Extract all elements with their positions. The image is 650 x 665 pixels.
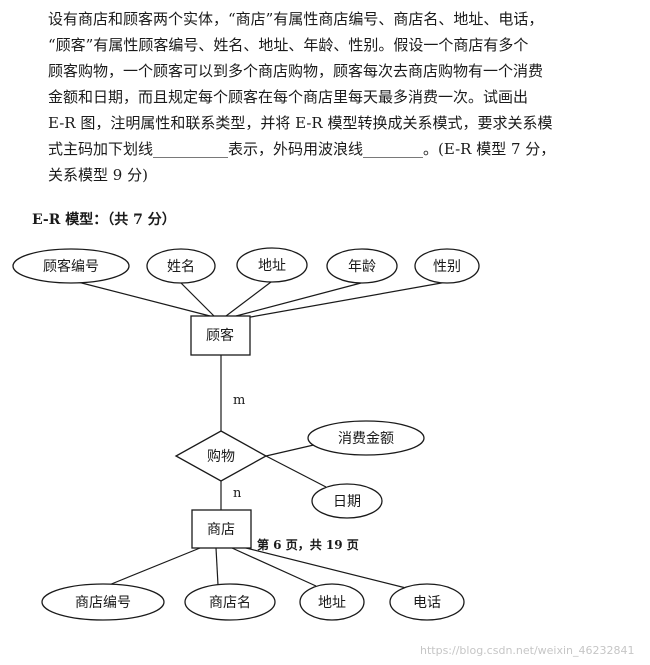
attribute-amount: 消费金额 xyxy=(338,431,394,447)
edge-relationship-attr xyxy=(265,443,319,457)
relationship-purchase xyxy=(174,430,268,482)
relationship-purchase-label: 购物 xyxy=(207,449,235,465)
question-line: “顾客”有属性顾客编号、姓名、地址、年龄、性别。假设一个商店有多个 xyxy=(48,36,529,54)
entity-store xyxy=(191,509,252,549)
cardinality-n: n xyxy=(233,486,242,501)
edge-customer-attr xyxy=(225,281,272,317)
attribute-ellipse xyxy=(311,483,383,519)
edge-customer-attr xyxy=(69,279,211,317)
attribute-ellipse xyxy=(146,248,216,284)
edge-store-attr xyxy=(103,547,201,588)
edge-customer-attr xyxy=(244,281,448,319)
customer-attributes: 顾客编号 姓名 地址 年龄 性别 xyxy=(12,247,480,284)
question-line: 金额和日期，而且规定每个顾客在每个商店里每天最多消费一次。试画出 xyxy=(48,88,529,106)
attribute-customer-gender: 性别 xyxy=(433,259,461,275)
attribute-ellipse xyxy=(326,248,398,284)
edge-store-attr xyxy=(231,547,317,587)
attribute-customer-id: 顾客编号 xyxy=(43,258,99,275)
question-text: 设有商店和顾客两个实体，“商店”有属性商店编号、商店名、地址、电话， “顾客”有… xyxy=(48,6,628,188)
attribute-ellipse xyxy=(414,248,480,284)
attribute-ellipse xyxy=(12,248,130,284)
attribute-ellipse xyxy=(41,583,165,621)
section-header: E-R 模型：（共 7 分） xyxy=(32,212,176,228)
edge-customer-attr xyxy=(235,282,362,317)
attribute-store-address: 地址 xyxy=(318,595,346,611)
question-line: 关系模型 9 分) xyxy=(48,166,148,184)
question-line: 式主码加下划线__________表示，外码用波浪线________。(E-R … xyxy=(48,140,556,158)
question-line: 顾客购物，一个顾客可以到多个商店购物，顾客每次去商店购物有一个消费 xyxy=(48,62,544,80)
attribute-ellipse xyxy=(299,583,365,621)
cardinality-m: m xyxy=(233,393,245,408)
attribute-store-phone: 电话 xyxy=(413,595,441,611)
entity-customer-label: 顾客 xyxy=(206,327,234,344)
attribute-ellipse xyxy=(184,583,276,621)
watermark: https://blog.csdn.net/weixin_46232841 xyxy=(420,644,635,657)
edge-customer-attr xyxy=(179,281,215,317)
attribute-ellipse xyxy=(236,247,308,283)
diagram-edges xyxy=(69,279,448,590)
attribute-ellipse xyxy=(307,420,425,456)
page-footer: 第 6 页，共 19 页 xyxy=(257,537,359,552)
question-line: 设有商店和顾客两个实体，“商店”有属性商店编号、商店名、地址、电话， xyxy=(48,10,544,28)
edge-relationship-attr xyxy=(265,455,327,488)
entity-customer xyxy=(190,315,251,356)
edge-store-attr xyxy=(241,546,411,590)
attribute-date: 日期 xyxy=(333,494,361,510)
question-line: E-R 图，注明属性和联系类型，并将 E-R 模型转换成关系模式，要求关系模 xyxy=(48,114,553,132)
attribute-customer-age: 年龄 xyxy=(348,259,376,275)
attribute-store-id: 商店编号 xyxy=(75,595,131,611)
attribute-store-name: 商店名 xyxy=(209,595,251,611)
attribute-customer-name: 姓名 xyxy=(167,259,195,275)
attribute-customer-address: 地址 xyxy=(258,258,286,274)
entity-store-label: 商店 xyxy=(207,522,235,538)
edge-store-attr xyxy=(215,547,219,586)
attribute-ellipse xyxy=(389,583,465,621)
store-attributes: 商店编号 商店名 地址 电话 xyxy=(41,583,465,621)
